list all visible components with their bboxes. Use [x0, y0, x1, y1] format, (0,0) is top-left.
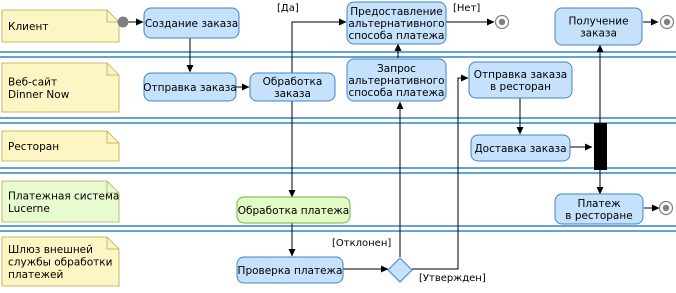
initial-node	[117, 16, 129, 28]
action-label: Предоставление	[350, 6, 443, 18]
action-label: способа платежа	[349, 30, 445, 42]
action-label: Создание заказа	[145, 18, 238, 30]
action-label: Получение	[568, 15, 628, 27]
guard-no: [Нет]	[453, 3, 480, 14]
action-check-payment: Проверка платежа	[236, 256, 344, 284]
action-label: Доставка заказа	[474, 143, 566, 155]
activity-final-node	[658, 200, 674, 216]
action-label: Отправка заказа	[143, 82, 236, 94]
control-flows	[128, 18, 660, 273]
action-label: в ресторане	[565, 210, 632, 222]
flow-process-to-provide	[291, 18, 347, 74]
action-label: альтернативного	[348, 18, 444, 30]
action-label: Запрос	[377, 63, 416, 75]
lane-label-text: платежей	[8, 269, 63, 281]
lane-label-text: службы обработки	[8, 257, 112, 269]
guard-declined: [Отклонен]	[332, 238, 391, 249]
lane-label-text: Lucerne	[8, 203, 50, 215]
guard-yes: [Да]	[277, 3, 299, 14]
lane-label-note: Клиент	[1, 9, 120, 43]
activity-final-node	[659, 14, 675, 30]
decision-node	[387, 257, 413, 283]
action-label: Обработка	[263, 76, 323, 88]
lane-label-text: Шлюз внешней	[8, 244, 93, 256]
action-label: Отправка заказа	[474, 69, 567, 81]
lane-label-text: Платежная система	[8, 190, 119, 202]
guard-labels: [Да] [Нет] [Отклонен] [Утвержден]	[277, 3, 486, 284]
lane-label-text: Dinner Now	[8, 89, 70, 101]
lane-label-text: Ресторан	[8, 141, 59, 153]
lane-label-text: Веб-сайт	[8, 76, 57, 88]
action-label: Обработка платежа	[238, 205, 349, 217]
flow-decision-to-send-restaurant	[412, 74, 469, 270]
lane-lines	[0, 51, 676, 232]
activity-final-node	[494, 14, 510, 30]
action-label: альтернативного	[348, 75, 444, 87]
action-label: Проверка платежа	[238, 265, 343, 277]
lane-label-text: Клиент	[8, 21, 48, 33]
action-send-order: Отправка заказа	[143, 72, 237, 102]
action-label: способа платежа	[349, 87, 445, 99]
control-nodes	[117, 14, 675, 283]
action-label: заказа	[580, 27, 617, 39]
action-label: Платеж	[577, 198, 621, 210]
fork-bar	[594, 123, 607, 170]
action-label: в ресторан	[490, 81, 551, 93]
action-create-order: Создание заказа	[143, 7, 240, 39]
lane-label-note: Ресторан	[1, 130, 120, 162]
action-deliver-order: Доставка заказа	[470, 134, 571, 162]
guard-approved: [Утвержден]	[419, 273, 486, 284]
action-label: заказа	[274, 88, 311, 100]
action-process-payment: Обработка платежа	[236, 196, 351, 224]
